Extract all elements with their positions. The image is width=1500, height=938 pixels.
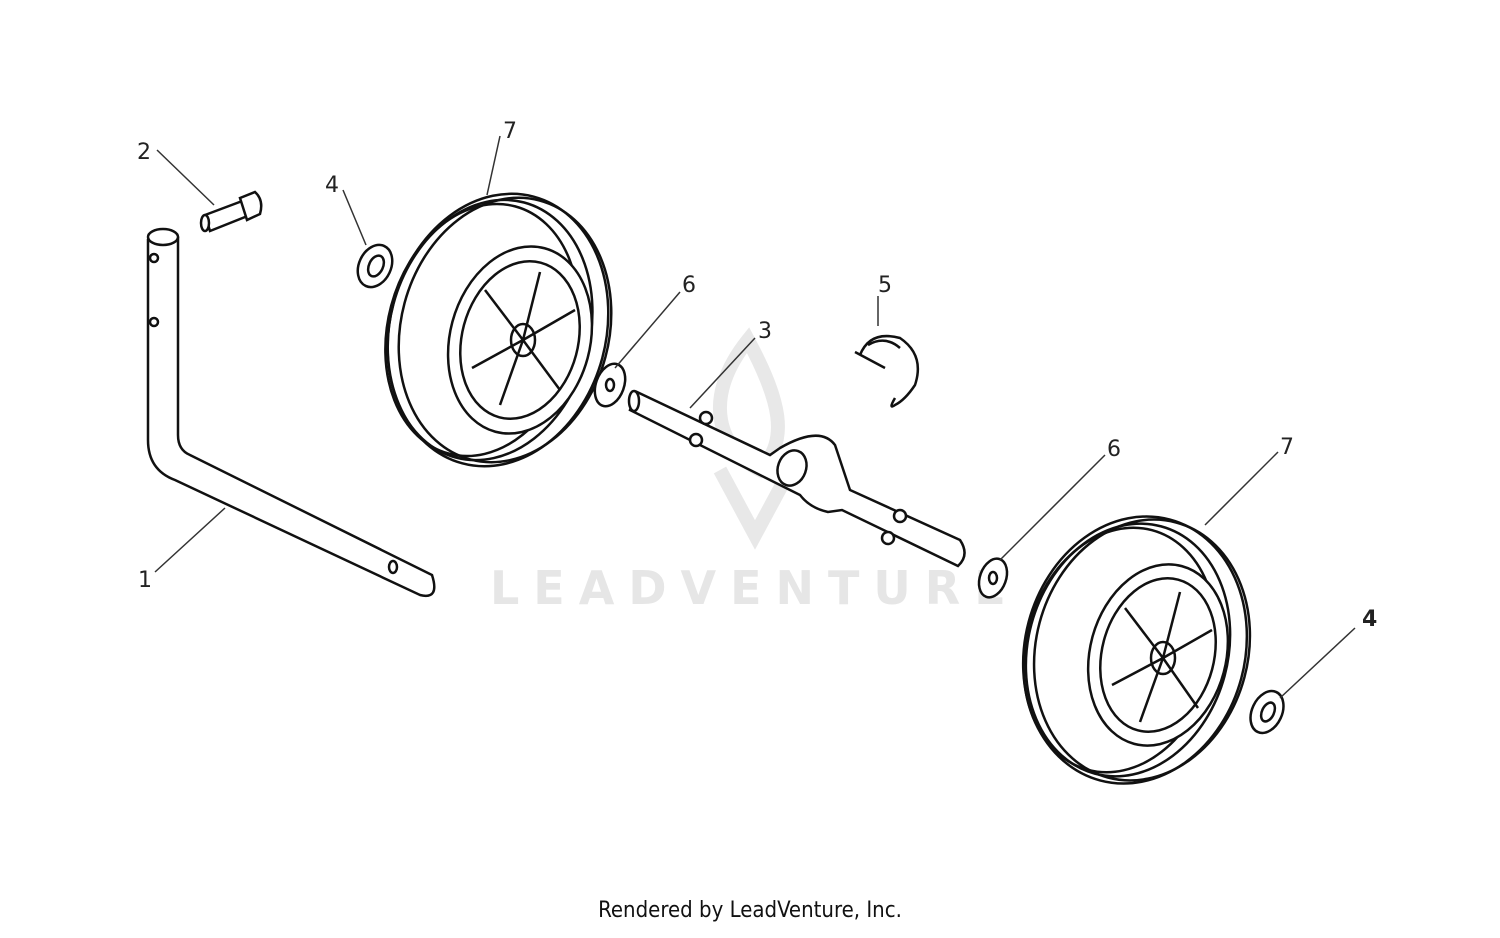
watermark-text: LEADVENTURE (490, 561, 1020, 615)
nut-right-part[interactable] (1244, 686, 1290, 739)
leader-6-right (999, 454, 1106, 561)
leader-4-left (342, 189, 367, 246)
callout-3: 3 (758, 319, 772, 344)
callout-4-right: 4 (1362, 607, 1377, 632)
callout-7-right: 7 (1280, 435, 1294, 460)
bolt-part[interactable] (199, 190, 263, 233)
callout-6-left: 6 (682, 273, 696, 298)
leader-7-left (486, 135, 501, 196)
callout-7-left: 7 (503, 119, 517, 144)
callout-4-left: 4 (325, 173, 339, 198)
wheel-left-part[interactable] (358, 169, 640, 492)
nut-left-part[interactable] (351, 239, 399, 292)
leader-4-right (1279, 627, 1356, 699)
axle-part[interactable] (627, 389, 966, 568)
callout-6-right: 6 (1107, 437, 1121, 462)
leader-lines (154, 135, 1356, 699)
leader-2 (156, 149, 215, 206)
leader-7-right (1204, 451, 1279, 526)
leader-3 (689, 337, 756, 409)
handle-bar-part[interactable] (146, 227, 436, 598)
callout-5: 5 (878, 273, 892, 298)
callout-1: 1 (138, 568, 152, 593)
washer-right-part[interactable] (974, 555, 1012, 601)
footer-credit: Rendered by LeadVenture, Inc. (598, 898, 902, 923)
leader-1 (154, 507, 226, 573)
wheel-right-part[interactable] (994, 491, 1279, 809)
clip-part[interactable] (854, 334, 920, 408)
leader-6-left (614, 291, 681, 369)
callouts: 1 2 3 4 4 5 6 6 7 7 (137, 119, 1377, 632)
watermark: LEADVENTURE (490, 327, 1020, 615)
callout-2: 2 (137, 140, 151, 165)
